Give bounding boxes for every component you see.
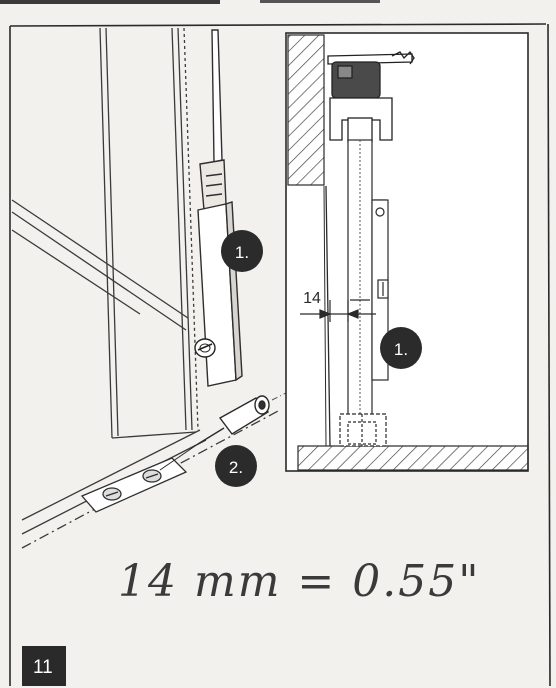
dimension-label: 14 bbox=[303, 290, 321, 307]
bottom-guide-plate bbox=[80, 457, 188, 513]
floor-section-hatch bbox=[297, 445, 529, 471]
callout-label: 1. bbox=[394, 340, 408, 359]
callout-label: 2. bbox=[229, 458, 243, 477]
page-frame bbox=[9, 23, 551, 687]
hex-key-tool-icon bbox=[159, 395, 270, 471]
step-number-label: 11 bbox=[33, 657, 53, 678]
callout-badge-left-2: 2. bbox=[215, 445, 257, 487]
callout-label: 1. bbox=[235, 243, 249, 262]
top-edge-strip-2 bbox=[260, 0, 380, 3]
adjustment-screw-icon bbox=[194, 338, 216, 358]
detail-section-box bbox=[285, 32, 529, 472]
top-edge-strip bbox=[0, 0, 220, 4]
callout-badge-left-1: 1. bbox=[221, 230, 263, 272]
step-number-box: 11 bbox=[22, 646, 66, 686]
dimension-marker bbox=[300, 300, 376, 322]
top-track-roller bbox=[327, 50, 415, 143]
callout-badge-right-1: 1. bbox=[380, 327, 422, 369]
bottom-roller-block bbox=[339, 413, 387, 447]
wall-section-hatch bbox=[287, 34, 325, 186]
handwritten-conversion-note: 14 mm = 0.55" bbox=[118, 556, 480, 607]
door-profile bbox=[197, 29, 243, 387]
